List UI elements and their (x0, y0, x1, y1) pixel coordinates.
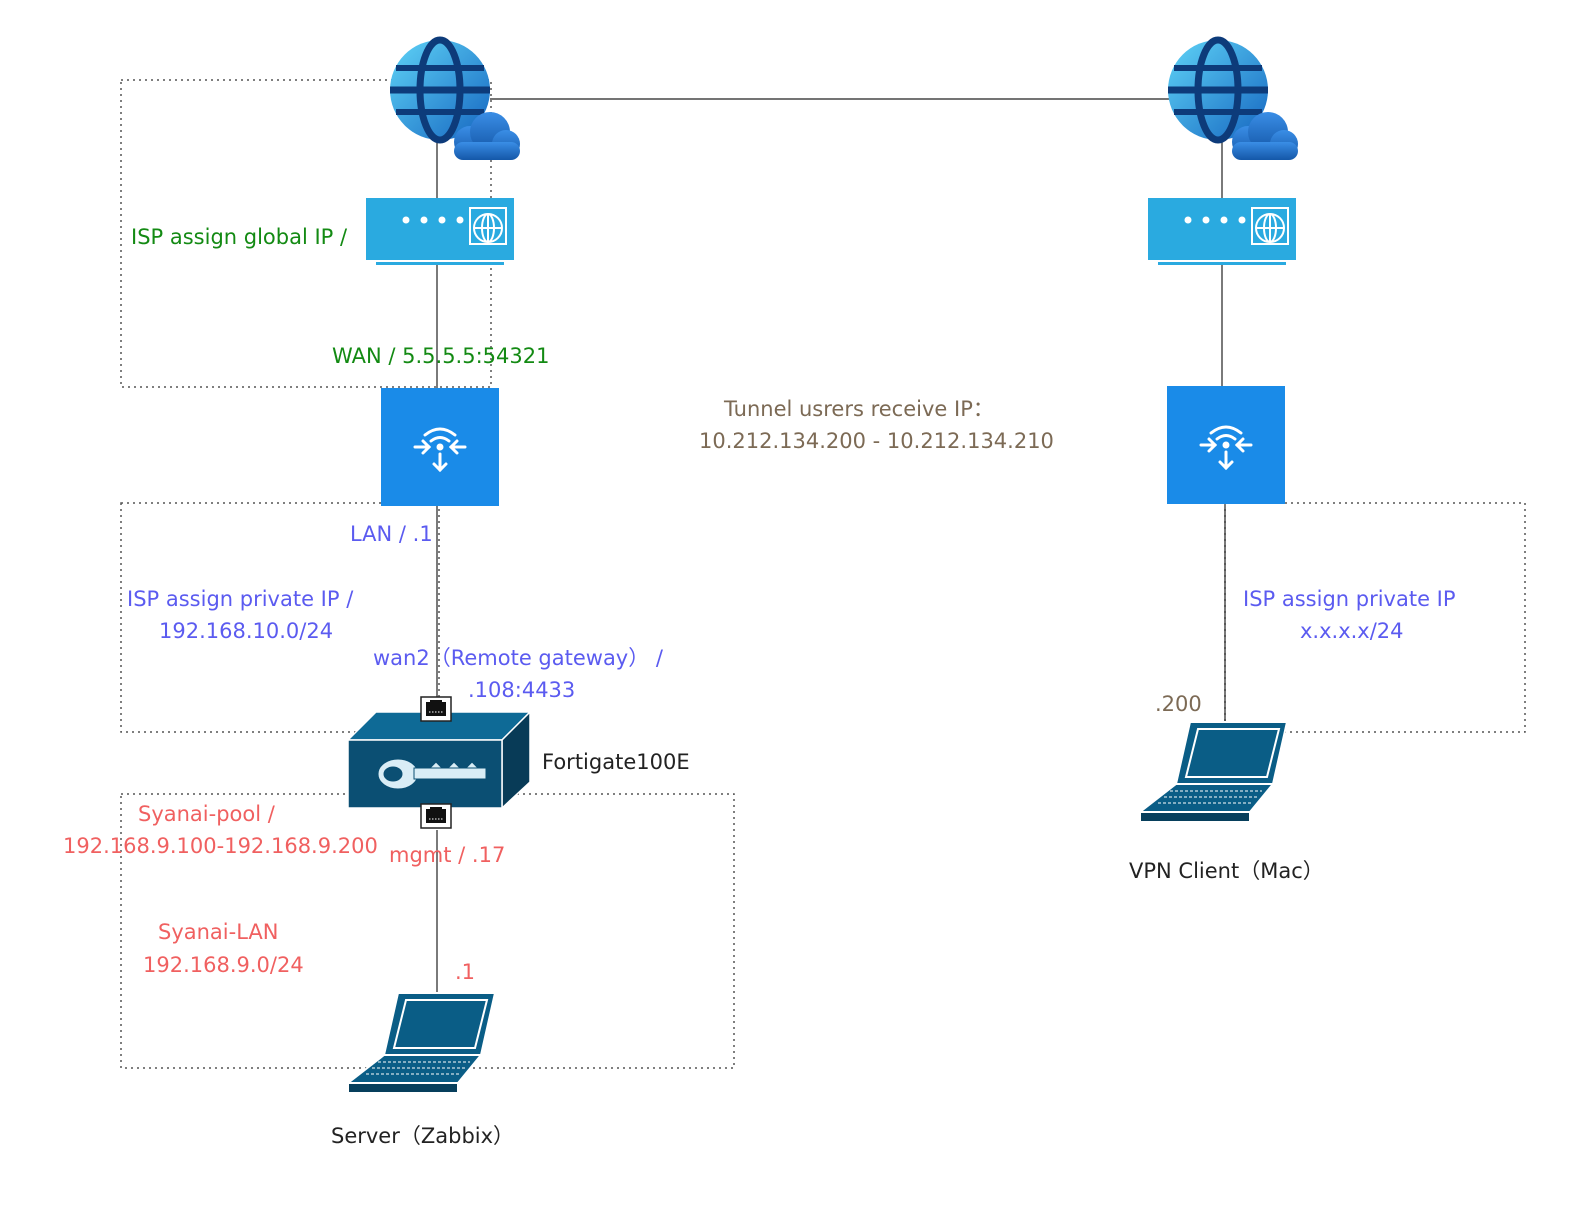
wan2-label: wan2（Remote gateway） / (373, 646, 663, 670)
lan-name-label: Syanai-LAN (158, 920, 279, 944)
wan2-port: .108:4433 (468, 678, 576, 702)
tunnel-label-line1: Tunnel usrers receive IP： (724, 397, 994, 421)
zone-isp-private-left (120, 502, 440, 733)
isp-private-left-subnet: 192.168.10.0/24 (159, 619, 334, 643)
isp-private-right-subnet: x.x.x.x/24 (1300, 619, 1404, 643)
isp-private-left-label: ISP assign private IP / (127, 587, 354, 611)
ethernet-port-icon (420, 803, 452, 829)
isp-private-right-label: ISP assign private IP (1243, 587, 1456, 611)
pool-range: 192.168.9.100-192.168.9.200 (63, 834, 378, 858)
laptop-icon (345, 992, 497, 1094)
globe-cloud-icon (1168, 36, 1298, 160)
globe-cloud-icon (390, 36, 520, 160)
wan-label: WAN / 5.5.5.5:54321 (332, 344, 550, 368)
router-icon (1167, 386, 1285, 504)
client-name-label: VPN Client（Mac） (1129, 859, 1324, 883)
pool-label: Syanai-pool / (138, 802, 275, 826)
server-ip-label: .1 (455, 960, 476, 984)
links (436, 98, 1226, 995)
server-name-label: Server（Zabbix） (331, 1124, 515, 1148)
zone-isp-private-right (1224, 502, 1526, 733)
laptop-icon (1137, 721, 1289, 823)
isp-global-label: ISP assign global IP / (131, 225, 348, 249)
lan-subnet-label: 192.168.9.0/24 (143, 953, 304, 977)
ethernet-port-icon (420, 696, 452, 722)
mgmt-label: mgmt / .17 (389, 843, 506, 867)
client-ip-label: .200 (1155, 692, 1202, 716)
modem-icon (1148, 198, 1296, 265)
tunnel-label-line2: 10.212.134.200 - 10.212.134.210 (699, 429, 1054, 453)
router-icon (381, 388, 499, 506)
fortigate-label: Fortigate100E (542, 750, 690, 774)
lan-label: LAN / .1 (350, 522, 433, 546)
modem-icon (366, 198, 514, 265)
firewall-key-icon (346, 710, 532, 810)
